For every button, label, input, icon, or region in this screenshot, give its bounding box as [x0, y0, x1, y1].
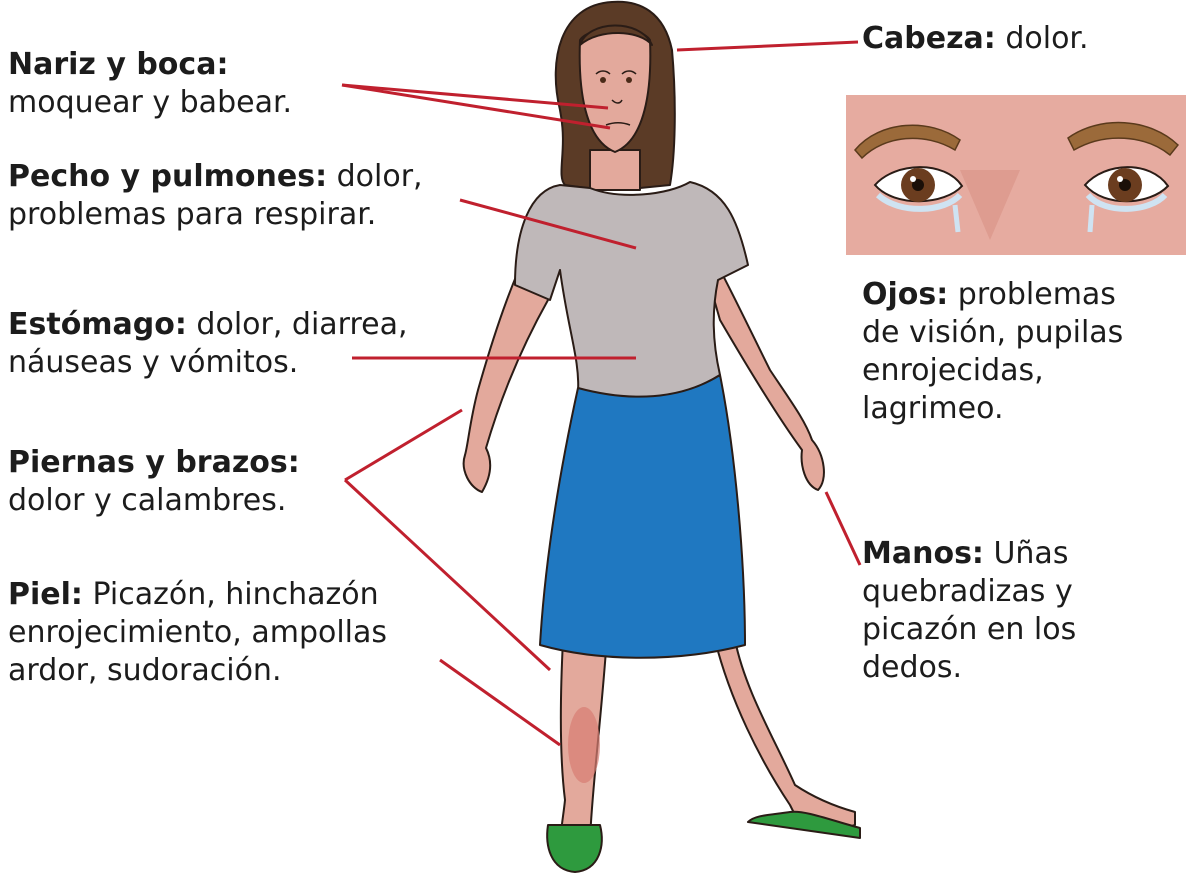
- leader-chest: [460, 200, 636, 248]
- label-eyes: Ojos: problemas de visión, pupilas enroj…: [862, 276, 1123, 428]
- label-skin: Piel: Picazón, hinchazón enrojecimiento,…: [8, 576, 387, 690]
- leader-head: [677, 42, 858, 50]
- label-nose-mouth: Nariz y boca: moquear y babear.: [8, 46, 292, 122]
- leader-hand: [826, 492, 860, 565]
- leader-mouth: [342, 85, 610, 128]
- leader-skin: [440, 660, 560, 745]
- label-limbs: Piernas y brazos: dolor y calambres.: [8, 444, 300, 520]
- leader-arm: [345, 410, 462, 480]
- label-stomach: Estómago: dolor, diarrea, náuseas y vómi…: [8, 306, 408, 382]
- label-hands: Manos: Uñas quebradizas y picazón en los…: [862, 535, 1076, 687]
- label-head: Cabeza: dolor.: [862, 20, 1089, 58]
- label-chest: Pecho y pulmones: dolor, problemas para …: [8, 158, 423, 234]
- leader-nose: [342, 85, 608, 108]
